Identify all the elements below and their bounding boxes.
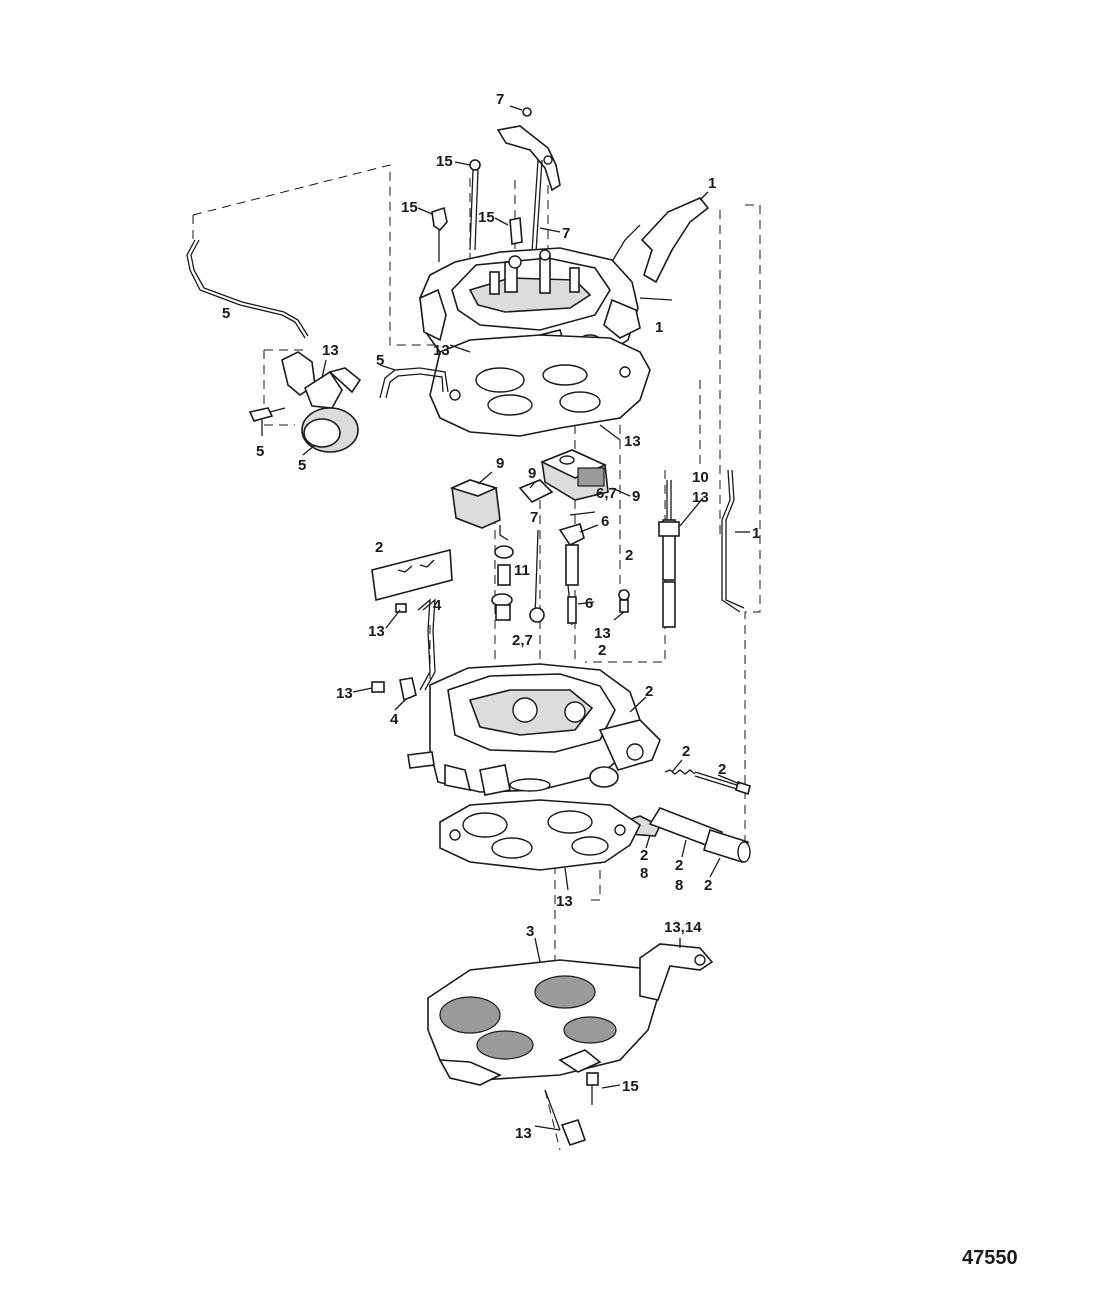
callout-label: 5 [376,352,384,369]
throttle-body-gasket [439,799,642,871]
callout-label: 8 [675,877,683,894]
callout-label: 9 [496,455,504,472]
callout-label: 3 [526,923,534,940]
throttle-body [427,943,714,1146]
callout-label: 13 [594,625,611,642]
callout-label: 2 [598,642,606,659]
callout-label: 6,7 [596,485,617,502]
callout-label: 7 [562,225,570,242]
callout-label: 13,14 [664,919,702,936]
callout-labels: 7 15 15 15 7 1 5 1 13 13 5 13 5 5 9 9 9 … [222,91,760,1142]
callout-label: 13 [692,489,709,506]
callout-leaders [261,105,750,1131]
air-horn-gasket [429,334,651,437]
choke-rod [186,239,309,339]
callout-label: 1 [752,525,760,542]
callout-label: 1 [655,319,663,336]
metering-rods-and-pistons [491,480,680,628]
callout-label: 7 [496,91,504,108]
callout-label: 13 [515,1125,532,1142]
callout-label: 4 [433,597,442,614]
callout-label: 15 [401,199,418,216]
screw-set-15 [431,159,523,262]
callout-label: 2 [625,547,633,564]
callout-label: 5 [298,457,306,474]
callout-label: 7 [530,509,538,526]
callout-label: 2 [704,877,712,894]
vacuum-break-diaphragm [248,351,449,453]
callout-label: 15 [622,1078,639,1095]
callout-label: 2,7 [512,632,533,649]
hot-idle-plate [371,548,453,702]
callout-label: 1 [708,175,716,192]
callout-label: 15 [478,209,495,226]
callout-label: 8 [640,865,648,882]
callout-label: 13 [336,685,353,702]
figure-number: 47550 [962,1247,1018,1269]
callout-label: 6 [601,513,609,530]
callout-label: 15 [436,153,453,170]
callout-label: 2 [645,683,653,700]
callout-label: 4 [390,711,399,728]
callout-label: 13 [624,433,641,450]
callout-label: 9 [632,488,640,505]
callout-label: 10 [692,469,709,486]
float-assembly [449,449,609,529]
callout-label: 13 [556,893,573,910]
callout-label: 6 [585,595,593,612]
choke-lever-assembly [496,107,561,253]
callout-label: 5 [222,305,230,322]
callout-label: 2 [682,743,690,760]
callout-label: 11 [514,562,530,579]
callout-label: 2 [718,761,726,778]
callout-label: 2 [375,539,383,556]
callout-label: 2 [640,847,648,864]
callout-label: 13 [322,342,339,359]
throttle-lever-assembly [609,197,710,301]
callout-label: 2 [675,857,683,874]
callout-label: 5 [256,443,264,460]
choke-rod-right [721,469,745,613]
float-bowl-body [407,663,661,796]
callout-label: 9 [528,465,536,482]
callout-label: 13 [368,623,385,640]
callout-label: 13 [433,342,450,359]
